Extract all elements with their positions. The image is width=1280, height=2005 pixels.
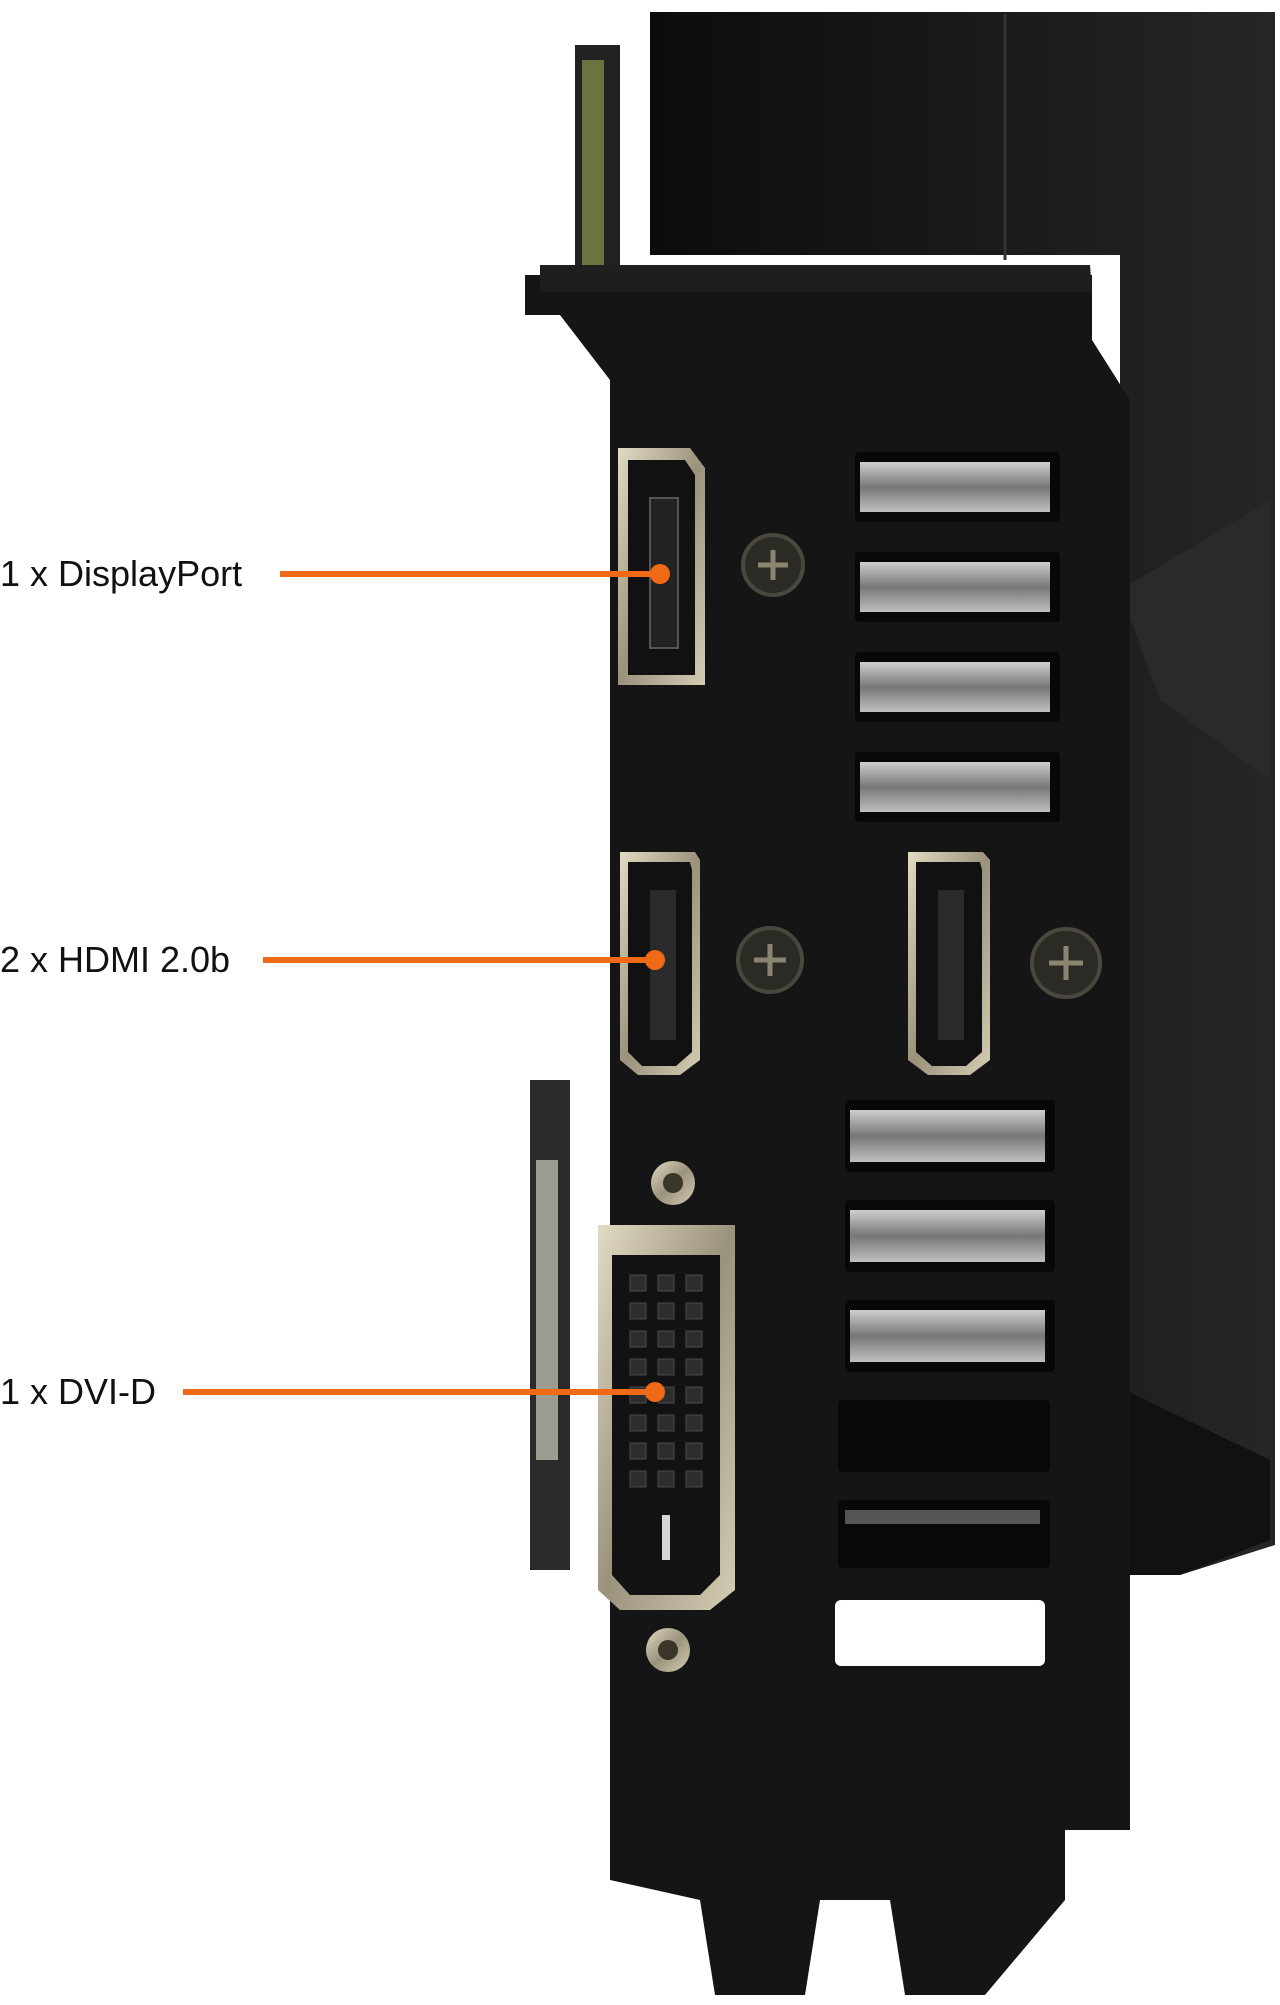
dvi-pin	[629, 1274, 647, 1292]
dvi-pin	[629, 1330, 647, 1348]
screw-icon	[1030, 927, 1102, 999]
dvi-pin	[629, 1414, 647, 1432]
dvi-pin	[629, 1358, 647, 1376]
screw-icon	[736, 926, 804, 994]
dvi-port-icon	[598, 1161, 735, 1672]
callout-dot-displayport	[650, 564, 670, 584]
dvi-pin	[685, 1274, 703, 1292]
dvi-pin	[685, 1470, 703, 1488]
dvi-pin	[629, 1302, 647, 1320]
callout-label-dvi: 1 x DVI-D	[0, 1371, 157, 1412]
dvi-pin	[657, 1358, 675, 1376]
callout-dot-hdmi	[645, 950, 665, 970]
dvi-pin	[685, 1358, 703, 1376]
dvi-pin	[685, 1386, 703, 1404]
callout-label-displayport: 1 x DisplayPort	[0, 553, 243, 594]
callout-label-hdmi: 2 x HDMI 2.0b	[0, 939, 231, 980]
upper-vents	[855, 452, 1060, 822]
dvi-pin	[657, 1330, 675, 1348]
card-shroud	[650, 12, 1275, 1575]
hdmi-port-icon	[908, 852, 990, 1075]
dvi-pin	[629, 1470, 647, 1488]
dvi-pin-grid	[629, 1274, 703, 1488]
callout-lines	[183, 564, 670, 1402]
dvi-pin	[657, 1470, 675, 1488]
dvi-pin	[685, 1442, 703, 1460]
lower-vents	[835, 1100, 1055, 1666]
dvi-pin	[629, 1442, 647, 1460]
pcb-edge	[530, 45, 620, 1570]
dvi-pin	[685, 1330, 703, 1348]
screw-icon	[741, 533, 805, 597]
dvi-pin	[685, 1302, 703, 1320]
dvi-pin	[657, 1302, 675, 1320]
dvi-pin	[685, 1414, 703, 1432]
callout-dot-dvi	[645, 1382, 665, 1402]
dvi-pin	[657, 1274, 675, 1292]
dvi-pin	[657, 1414, 675, 1432]
dvi-pin	[657, 1442, 675, 1460]
